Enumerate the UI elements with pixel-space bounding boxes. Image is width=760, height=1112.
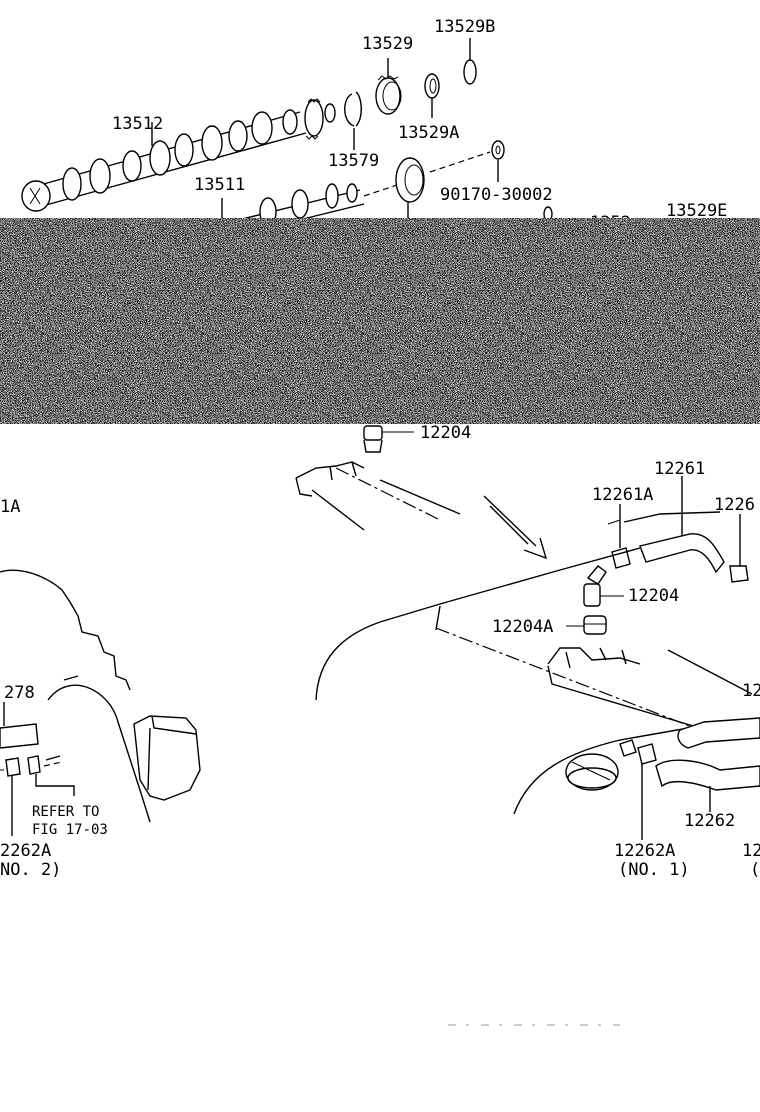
label-paren-right-edge: (N	[750, 860, 760, 880]
label-90170-30002: 90170-30002	[440, 185, 553, 205]
valve-12204-top: 12204	[363, 423, 471, 453]
label-13511: 13511	[194, 175, 245, 195]
label-12204-top: 12204	[420, 423, 471, 443]
camshaft-assembly: 1352	[21, 38, 631, 237]
label-13529: 13529	[362, 34, 413, 54]
label-12261A: 12261A	[592, 485, 653, 505]
label-1A-edge: 1A	[0, 497, 20, 517]
label-12262A-right: 12262A	[614, 841, 675, 861]
label-12262A-left: 2262A	[0, 841, 51, 861]
snap-ring-13529B	[463, 38, 477, 85]
label-12261: 12261	[654, 459, 705, 479]
left-engine-side: 1A 278 REFER TO FIG 17-03 2262A NO. 2)	[0, 497, 201, 880]
upper-labels: 13529B 13529 13512 13529A 13579 13511 90…	[112, 17, 727, 221]
label-fig-ref: FIG 17-03	[32, 822, 108, 838]
label-278-edge: 278	[4, 683, 35, 703]
camshaft-13512	[21, 98, 336, 212]
grommet-12204A: 12204A	[492, 615, 607, 637]
elbow-12204: 12204	[583, 565, 679, 607]
label-12204-mid: 12204	[628, 586, 679, 606]
label-13529B: 13529B	[434, 17, 495, 37]
hose-12262: 12262	[655, 717, 760, 831]
clip-12262A-no1: 12262A (NO. 1) 12 (N	[614, 739, 760, 880]
hose-12261: 12261	[607, 459, 725, 574]
label-13529E: 13529E	[666, 201, 727, 221]
label-no1-right: (NO. 1)	[618, 860, 690, 880]
label-13529A: 13529A	[398, 123, 459, 143]
clip-12261A: 12261A	[592, 485, 653, 569]
direction-arrow	[483, 495, 548, 560]
label-12-edge-right: 12	[742, 681, 760, 701]
label-refer-to: REFER TO	[32, 804, 99, 820]
label-13512: 13512	[112, 114, 163, 134]
noise-band	[0, 218, 760, 424]
label-13579: 13579	[328, 151, 379, 171]
label-no2-left: NO. 2)	[0, 860, 61, 880]
clip-1226-edge: 1226	[714, 495, 755, 583]
ring-13529A	[424, 73, 440, 118]
label-1226-edge: 1226	[714, 495, 755, 515]
head-cover-upper	[295, 461, 461, 531]
gear-13529	[375, 58, 402, 115]
label-12204A: 12204A	[492, 617, 553, 637]
label-12262: 12262	[684, 811, 735, 831]
ventilation-assembly: 12204 12261 12261A	[0, 423, 760, 1026]
label-12-right-edge: 12	[742, 841, 760, 861]
head-cover-right: 12	[315, 547, 760, 815]
clip-13579	[344, 91, 362, 150]
